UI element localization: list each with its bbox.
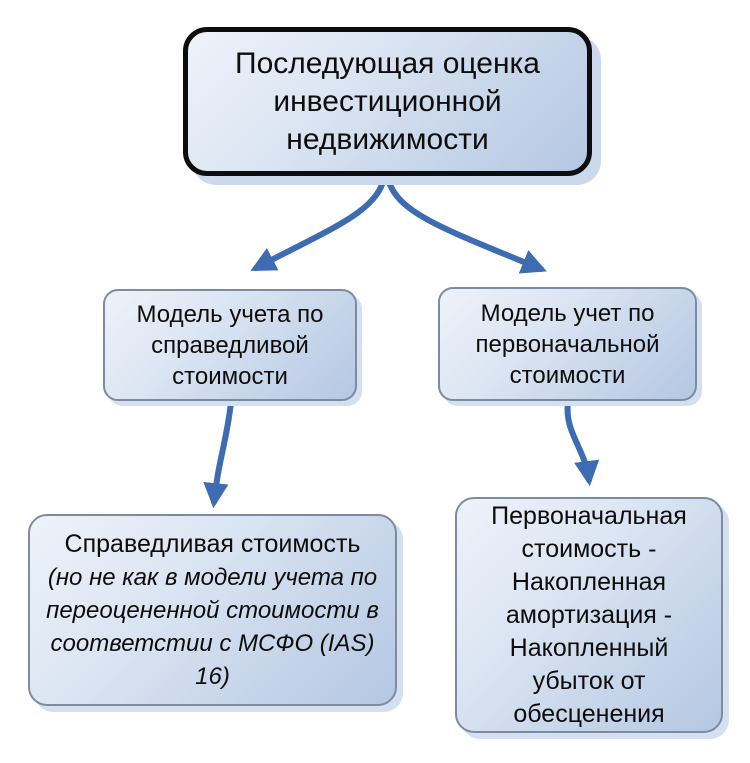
arrow-cost-model-to-result (564, 399, 600, 487)
arrow-root-to-cost-model (384, 171, 547, 274)
node-root: Последующая оценка инвестиционной недвиж… (183, 27, 592, 176)
node-cost-result: Первоначальная стоимость - Накопленная а… (455, 497, 723, 733)
node-fair-value-result-note: (но не как в модели учета по переоцененн… (46, 563, 379, 690)
node-cost-result-label: Первоначальная стоимость - Накопленная а… (491, 501, 687, 728)
node-cost-model-label: Модель учет по первоначальной стоимости (475, 299, 660, 389)
node-fair-value-model-label: Модель учета по справедливой стоимости (136, 300, 324, 390)
node-fair-value-model: Модель учета по справедливой стоимости (103, 289, 357, 401)
arrow-root-to-fair-value-model (250, 171, 388, 271)
node-root-label: Последующая оценка инвестиционной недвиж… (235, 46, 540, 156)
node-cost-model: Модель учет по первоначальной стоимости (438, 287, 697, 401)
node-fair-value-result: Справедливая стоимость (но не как в моде… (28, 514, 397, 706)
node-fair-value-result-title: Справедливая стоимость (64, 529, 361, 558)
arrow-fair-value-model-to-result (203, 399, 234, 509)
